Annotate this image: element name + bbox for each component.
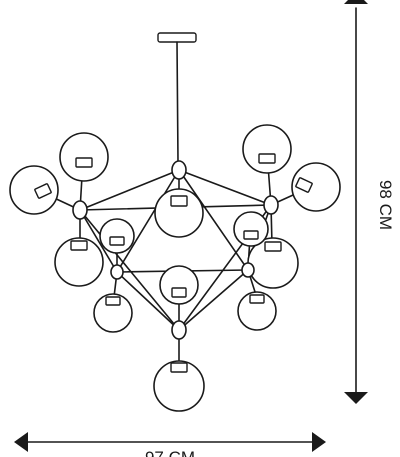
globe-center-lower	[159, 265, 199, 305]
globe-inner-left	[99, 218, 135, 254]
arrow-right-icon	[312, 432, 326, 452]
width-label: 97 CM	[145, 448, 195, 457]
arrow-down-icon	[344, 392, 368, 404]
hanging-rod	[176, 41, 179, 163]
width-dimension: 97 CM	[14, 432, 326, 457]
frame-joints	[72, 160, 279, 340]
globe-center-upper	[154, 188, 204, 238]
height-label: 98 CM	[376, 180, 395, 230]
globe-bottom	[153, 360, 205, 412]
globe-inner-right	[233, 211, 269, 247]
globe-upper-left	[59, 132, 109, 182]
globe-lower-right	[237, 291, 277, 331]
globe-far-left	[9, 165, 59, 215]
arrow-left-icon	[14, 432, 28, 452]
globe-upper-right	[242, 124, 292, 174]
arrow-up-icon	[344, 0, 368, 4]
ceiling-canopy	[157, 32, 197, 43]
globe-lower-left	[93, 293, 133, 333]
globe-far-right	[291, 162, 341, 212]
height-dimension: 98 CM	[344, 0, 395, 404]
globe-left-middle	[54, 237, 104, 287]
